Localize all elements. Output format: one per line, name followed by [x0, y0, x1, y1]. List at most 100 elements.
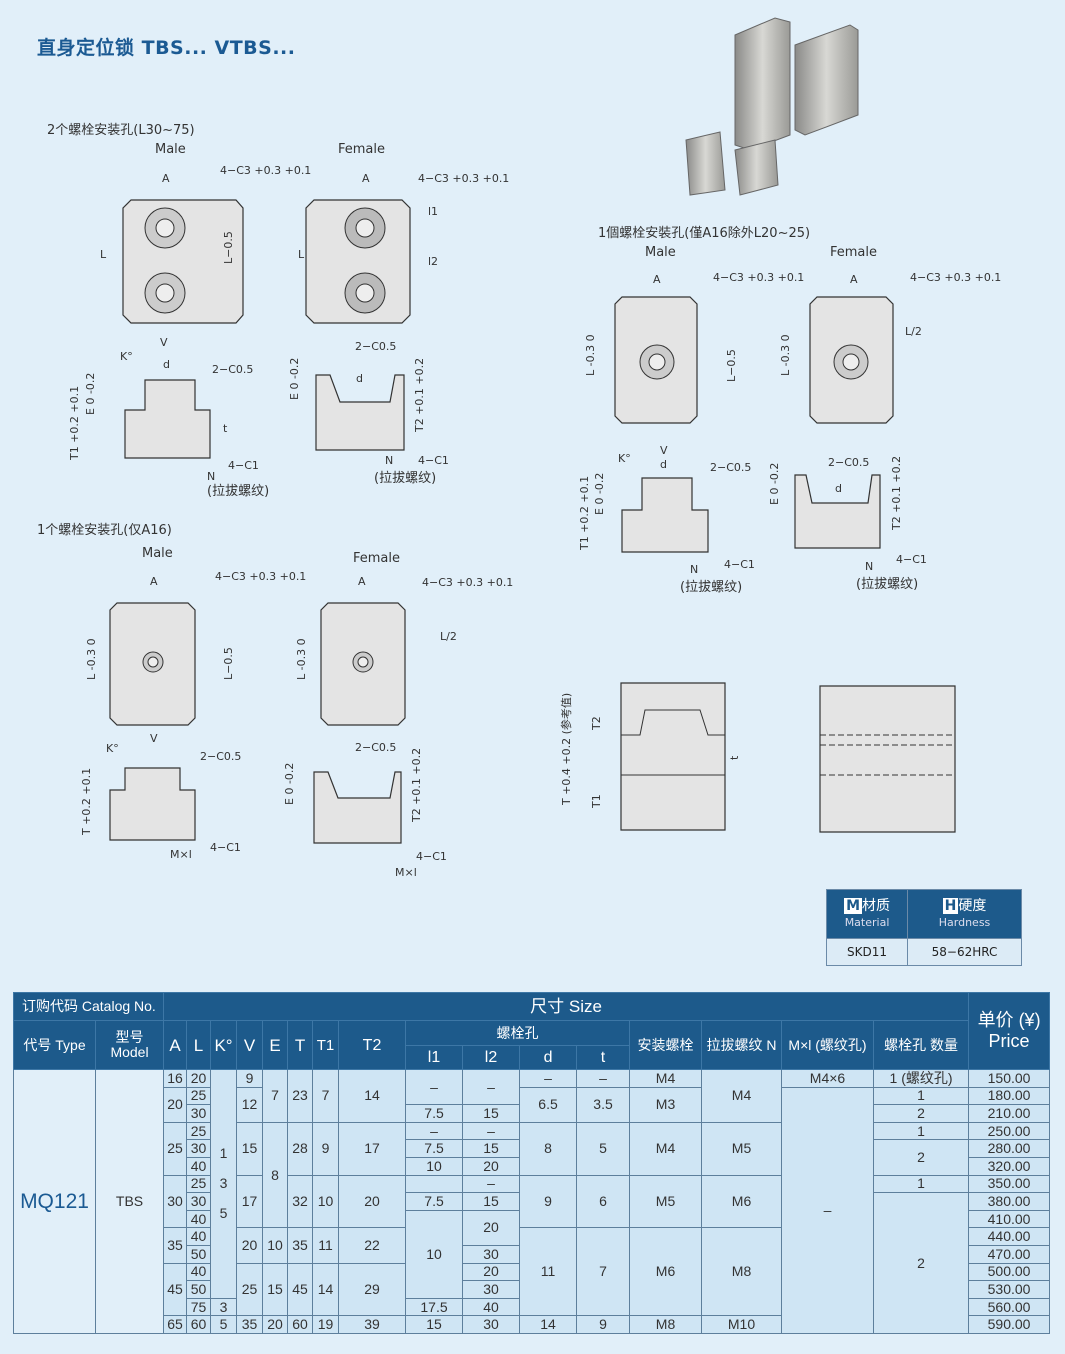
bolt-hole-header: 螺栓孔 — [405, 1020, 631, 1046]
side-view-male — [620, 682, 726, 831]
cell-V: 35 — [236, 1315, 264, 1334]
cell-T2: 39 — [338, 1315, 407, 1334]
cell-L: 40 — [186, 1209, 212, 1229]
cell-qty: 1 — [873, 1086, 970, 1106]
cell-price: 410.00 — [968, 1209, 1051, 1229]
cell-L: 25 — [186, 1174, 212, 1194]
dim-chamfer: 4−C3 +0.3 +0.1 — [220, 164, 311, 177]
dim-l03: L -0.3 0 — [85, 638, 98, 680]
col-l1-header: l1 — [405, 1045, 464, 1070]
cell-price: 210.00 — [968, 1104, 1051, 1123]
cell-qty: 1 — [873, 1121, 970, 1141]
dim-l: L — [100, 248, 107, 261]
cell-d: – — [519, 1069, 578, 1088]
dim-t2: T2 +0.1 +0.2 — [413, 358, 426, 433]
cell-d: 11 — [519, 1227, 578, 1317]
dim-n: N — [865, 560, 873, 573]
cell-E: 20 — [262, 1315, 289, 1334]
dim-l03: L -0.3 0 — [779, 334, 792, 376]
cell-l1: 17.5 — [405, 1297, 464, 1317]
female-section-view — [315, 374, 405, 451]
dim-a: A — [162, 172, 170, 185]
cell-price: 280.00 — [968, 1139, 1051, 1158]
dim-t2: T2 +0.1 +0.2 — [410, 748, 423, 823]
cell-t: – — [576, 1069, 631, 1088]
cell-qty: 1 — [873, 1174, 970, 1194]
cell-T1: 10 — [312, 1174, 340, 1229]
pull-thread-header: 拉拔螺纹 N — [701, 1020, 783, 1070]
ml-header: M×l (螺纹孔) — [781, 1020, 875, 1070]
dim-n: N — [207, 470, 215, 483]
dim-a: A — [150, 575, 158, 588]
cell-T2: 14 — [338, 1069, 407, 1123]
cell-A: 45 — [163, 1262, 188, 1317]
dim-l-05: L−0.5 — [222, 647, 235, 680]
dim-l: L — [298, 248, 305, 261]
pull-thread-note: (拉拔螺纹) — [680, 580, 742, 595]
cell-T1: 7 — [312, 1069, 340, 1123]
material-label-en: Material — [844, 915, 890, 929]
hardness-label-en: Hardness — [938, 915, 991, 929]
male-section-view — [124, 379, 211, 459]
dim-l03: L -0.3 0 — [295, 638, 308, 680]
cell-E: 8 — [262, 1121, 289, 1229]
dim-v: V — [150, 732, 158, 745]
cell-ml: – — [781, 1086, 875, 1334]
dim-t1: T1 +0.2 +0.1 — [68, 386, 81, 461]
cell-A: 16 — [163, 1069, 188, 1088]
cell-E: 7 — [262, 1069, 289, 1123]
col-e-header: E — [262, 1020, 289, 1070]
dim-e: E 0 -0.2 — [768, 463, 781, 505]
dim-chamfer: 4−C3 +0.3 +0.1 — [910, 271, 1001, 284]
cell-V: 15 — [236, 1121, 264, 1176]
col-t-header: T — [287, 1020, 314, 1070]
cell-l1: 10 — [405, 1156, 464, 1176]
cell-price: 590.00 — [968, 1315, 1051, 1334]
pull-thread-note: (拉拔螺纹) — [374, 471, 436, 486]
dim-l-half: L/2 — [440, 630, 457, 643]
material-m-icon: M — [844, 897, 862, 914]
cell-mount-bolt: M6 — [629, 1227, 703, 1317]
size-header: 尺寸 Size — [163, 992, 970, 1021]
dim-l1: l1 — [428, 205, 438, 218]
cell-K: 1 3 5 — [210, 1069, 238, 1299]
hardness-label: 硬度 — [958, 897, 987, 914]
dim-t: T +0.2 +0.1 — [80, 768, 93, 836]
dim-d: d — [163, 358, 170, 371]
dim-l03: L -0.3 0 — [584, 334, 597, 376]
cell-T1: 14 — [312, 1262, 340, 1317]
cell-V: 12 — [236, 1086, 264, 1123]
cell-qty: 2 — [873, 1139, 970, 1176]
cell-L: 30 — [186, 1139, 212, 1158]
label-female: Female — [830, 245, 877, 260]
cell-l2: – — [462, 1121, 521, 1141]
dim-n: N — [385, 454, 393, 467]
label-male: Male — [142, 546, 173, 561]
dim-c05: 2−C0.5 — [355, 741, 396, 754]
cell-price: 180.00 — [968, 1086, 1051, 1106]
label-male: Male — [155, 142, 186, 157]
dim-k: K° — [120, 350, 133, 363]
cell-T: 60 — [287, 1315, 314, 1334]
cell-pull-thread: M10 — [701, 1315, 783, 1334]
male-section-view-a16 — [109, 767, 196, 841]
cell-L: 50 — [186, 1280, 212, 1299]
cell-l2: 15 — [462, 1104, 521, 1123]
dim-c05: 2−C0.5 — [710, 461, 751, 474]
cell-A: 25 — [163, 1121, 188, 1176]
dim-c1: 4−C1 — [416, 850, 447, 863]
cell-l1: 7.5 — [405, 1139, 464, 1158]
cell-T2: 22 — [338, 1227, 407, 1264]
cell-V: 9 — [236, 1069, 264, 1088]
dim-e: E 0 -0.2 — [288, 358, 301, 400]
cell-T1: 11 — [312, 1227, 340, 1264]
dim-k: K° — [106, 742, 119, 755]
dim-t: t — [728, 755, 741, 760]
dim-a: A — [653, 273, 661, 286]
cell-price: 250.00 — [968, 1121, 1051, 1141]
